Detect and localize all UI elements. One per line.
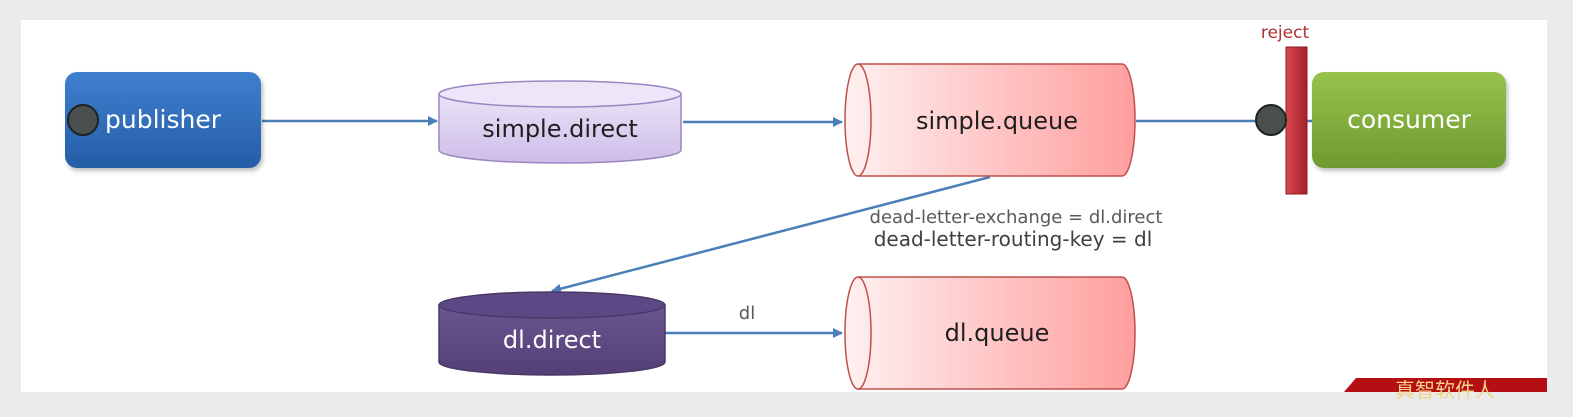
- corner-banner-text: 真智软件人: [1395, 378, 1495, 402]
- consumer-port-icon: [1255, 104, 1287, 136]
- consumer-node: consumer: [1312, 72, 1506, 168]
- corner-banner: 真智软件人: [1344, 378, 1547, 402]
- corner-banner-shape: [1344, 378, 1547, 392]
- simple-direct-label: simple.direct: [482, 115, 637, 143]
- publisher-box: [65, 72, 261, 168]
- simple-queue-node: simple.queue: [844, 63, 1136, 177]
- simple-direct-top: [438, 80, 682, 108]
- dl-direct-body: [438, 304, 666, 376]
- dl-queue-body: [844, 276, 1136, 390]
- dl-direct-label: dl.direct: [503, 326, 601, 354]
- simple-direct-body: [438, 93, 682, 164]
- publisher-node: publisher: [65, 72, 261, 168]
- dead-letter-routing-key-label: dead-letter-routing-key = dl: [874, 227, 1153, 251]
- dl-queue-inner-curve: [857, 276, 872, 390]
- publisher-label: publisher: [105, 105, 222, 134]
- edge-simple-queue-to-dl-direct: [551, 175, 991, 294]
- simple-direct-exchange: simple.direct: [438, 80, 682, 164]
- simple-queue-inner-curve: [857, 63, 872, 177]
- reject-bar: [1285, 46, 1308, 195]
- publisher-port-icon: [67, 104, 99, 136]
- dl-direct-top: [438, 291, 666, 319]
- reject-label: reject: [1261, 23, 1310, 43]
- dl-edge-label: dl: [739, 303, 755, 324]
- dl-direct-exchange: dl.direct: [438, 291, 666, 376]
- consumer-box: [1312, 72, 1506, 168]
- simple-queue-body: [844, 63, 1136, 177]
- consumer-label: consumer: [1347, 105, 1471, 134]
- simple-queue-label: simple.queue: [916, 107, 1078, 135]
- dead-letter-exchange-label: dead-letter-exchange = dl.direct: [870, 207, 1163, 228]
- dl-queue-label: dl.queue: [945, 319, 1050, 347]
- dl-queue-node: dl.queue: [844, 276, 1136, 390]
